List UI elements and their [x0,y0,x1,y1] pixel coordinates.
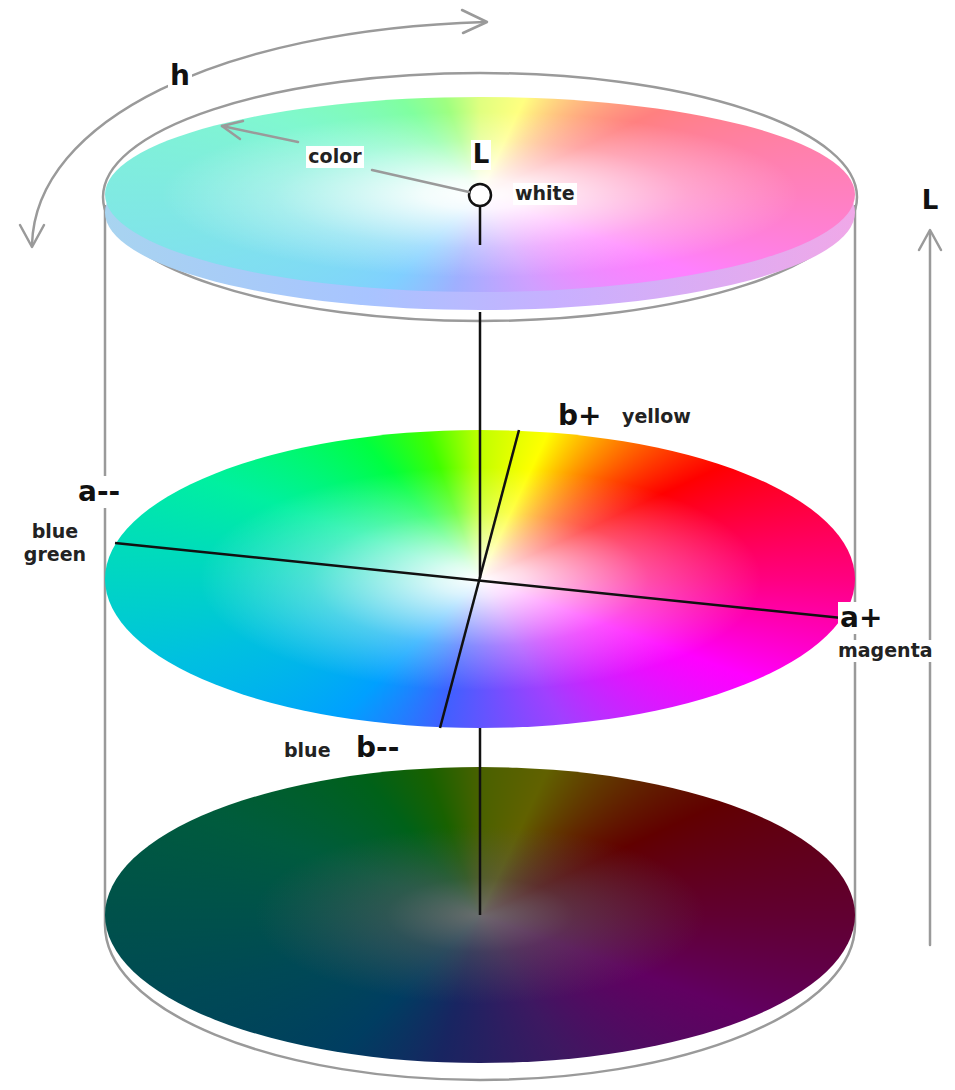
middle-disk [105,430,855,728]
axis-label: b+ [556,400,604,432]
axis-label: a+ [838,602,884,634]
color-label: yellow [620,406,693,428]
lightness-label: L [920,186,941,216]
top-disk [105,97,855,292]
lightness-label: L [471,140,492,170]
color-label: magenta [836,640,935,662]
bottom-disk [105,767,855,1063]
color-label: blue green [15,520,95,566]
color-label: blue [282,740,333,762]
hue-axis-label: h [168,60,192,92]
axis-label: a-- [76,476,122,508]
axis-label: b-- [354,732,401,764]
color-label: color [306,146,363,168]
white-label: white [513,183,577,205]
